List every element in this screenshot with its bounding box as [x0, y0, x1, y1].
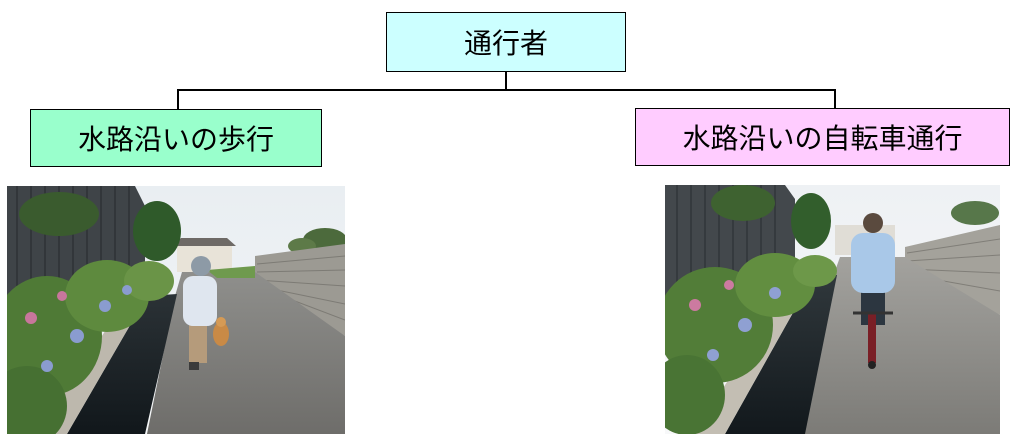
connector-right-down	[834, 89, 836, 108]
connector-root-down	[505, 72, 507, 91]
root-node-label: 通行者	[463, 27, 548, 60]
connector-horizontal	[177, 89, 836, 91]
child-node-cycling-label: 水路沿いの自転車通行	[682, 122, 963, 155]
connector-left-down	[177, 89, 179, 109]
child-node-walking: 水路沿いの歩行	[30, 109, 322, 167]
cycling-photo	[665, 185, 1000, 434]
child-node-cycling: 水路沿いの自転車通行	[635, 108, 1010, 166]
child-node-walking-label: 水路沿いの歩行	[77, 123, 274, 156]
root-node: 通行者	[386, 12, 626, 72]
walking-photo	[7, 186, 345, 434]
